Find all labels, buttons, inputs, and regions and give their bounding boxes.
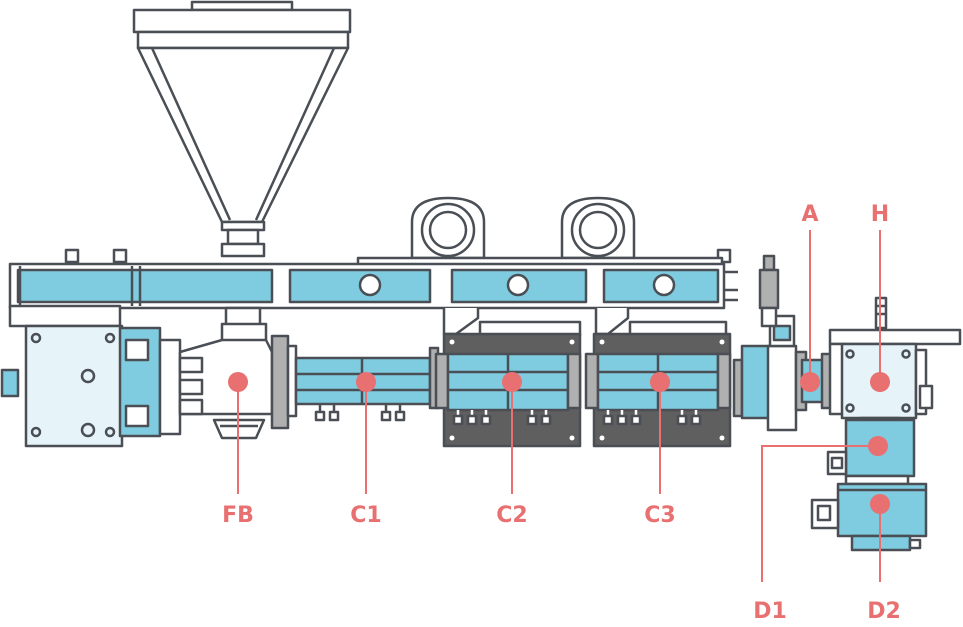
- die-d2: [810, 482, 928, 552]
- marker-fb: [228, 372, 248, 392]
- die-d1: [826, 418, 916, 486]
- marker-a: [800, 372, 820, 392]
- label-c1: C1: [350, 503, 381, 528]
- frame-beam: [8, 256, 738, 310]
- beam-bracket-1: [64, 248, 80, 264]
- hanger-c3: [594, 308, 630, 336]
- gearbox: [0, 304, 182, 448]
- end-block: [732, 314, 798, 432]
- marker-h: [870, 372, 890, 392]
- pressure-sensor: [758, 254, 780, 328]
- label-c2: C2: [496, 503, 527, 528]
- label-d2: D2: [867, 599, 901, 624]
- barrel-c3: [584, 320, 732, 448]
- label-c3: C3: [644, 503, 675, 528]
- beam-bracket-2: [112, 248, 128, 264]
- label-fb: FB: [222, 503, 254, 528]
- marker-c2: [502, 372, 522, 392]
- label-d1: D1: [753, 599, 787, 624]
- marker-d2: [870, 494, 890, 514]
- head: [828, 296, 962, 426]
- hanger-c2: [442, 308, 480, 336]
- label-a: A: [801, 202, 818, 227]
- marker-c1: [356, 372, 376, 392]
- hopper: [132, 0, 352, 258]
- lifting-eye-1: [410, 196, 486, 260]
- label-h: H: [871, 202, 889, 227]
- marker-d1: [868, 436, 888, 456]
- marker-c3: [650, 372, 670, 392]
- callouts: [228, 230, 890, 582]
- lifting-eye-2: [560, 196, 636, 260]
